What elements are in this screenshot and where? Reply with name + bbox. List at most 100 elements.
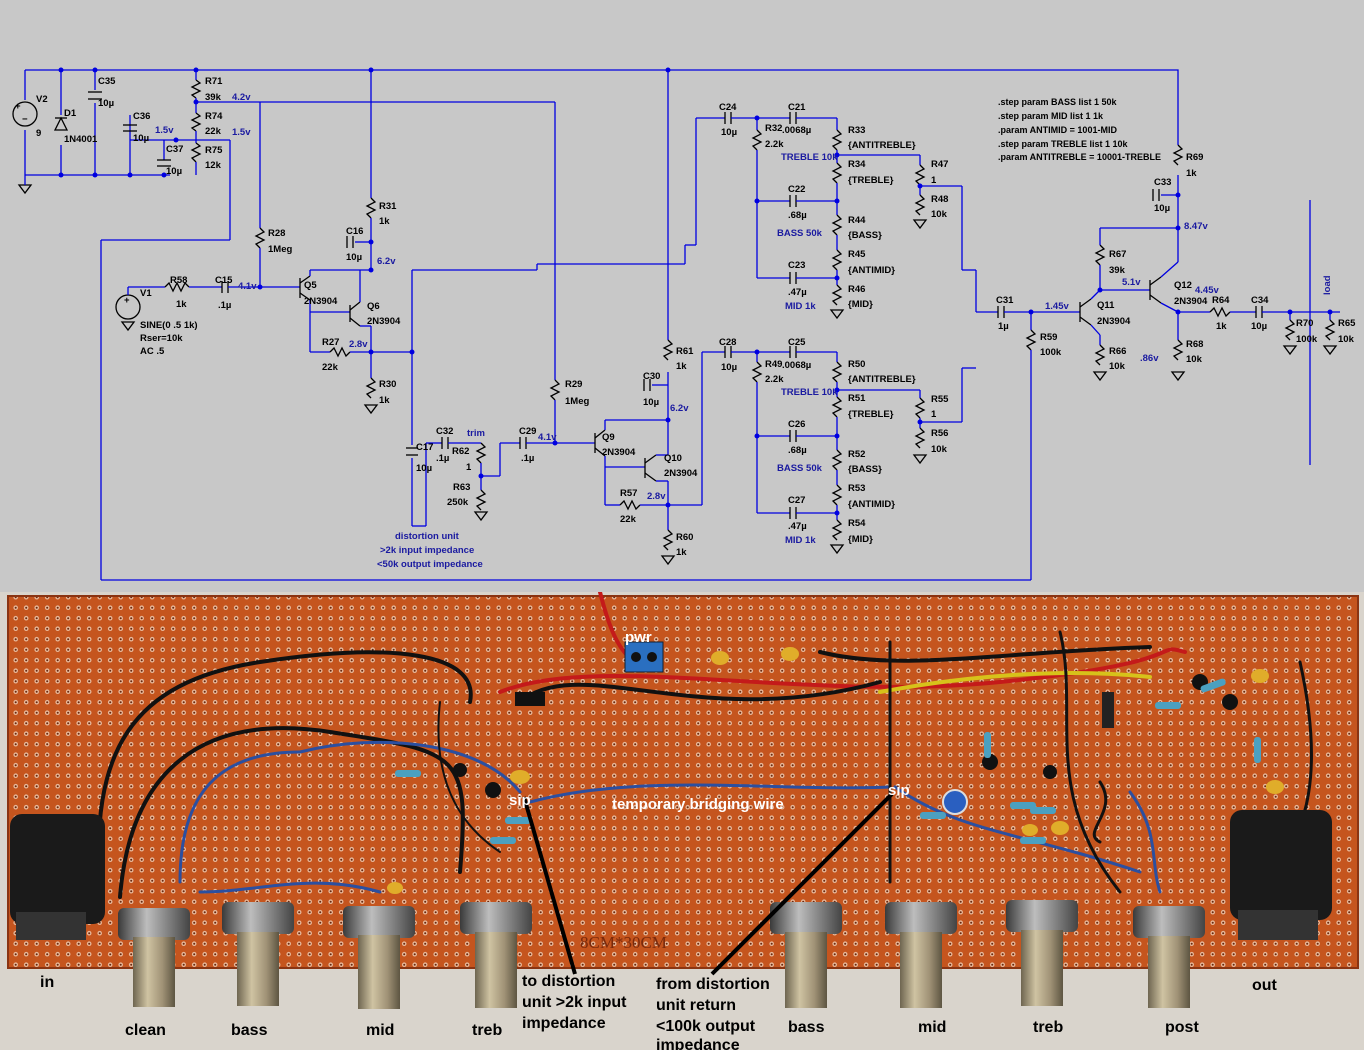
label-C27: C27 bbox=[788, 495, 805, 506]
label-R63: R63 bbox=[453, 482, 470, 493]
bass-knob[interactable] bbox=[222, 902, 294, 1006]
directive-line: .step param BASS list 1 50k bbox=[998, 97, 1118, 107]
node-1-5v-a: 1.5v bbox=[155, 125, 174, 136]
label-V1-b: Rser=10k bbox=[140, 333, 183, 344]
label-C16: C16 bbox=[346, 226, 363, 237]
knob-row bbox=[118, 900, 1205, 1009]
label-C15-value: .1µ bbox=[218, 300, 231, 311]
label-R50-value: {ANTITREBLE} bbox=[848, 374, 916, 385]
label-R64-value: 1k bbox=[1216, 321, 1227, 332]
output-jack[interactable] bbox=[1230, 810, 1332, 940]
trim-pot bbox=[942, 789, 968, 815]
bias-divider bbox=[100, 79, 1031, 581]
knob-label-treb: treb bbox=[472, 1022, 502, 1039]
clean-knob[interactable] bbox=[118, 908, 190, 1007]
label-R58: R58 bbox=[170, 275, 187, 286]
label-R74: R74 bbox=[205, 111, 223, 122]
svg-text:+: + bbox=[124, 295, 130, 306]
label-R28: R28 bbox=[268, 228, 285, 239]
label-R45: R45 bbox=[848, 249, 866, 260]
label-R56-value: 10k bbox=[931, 444, 948, 455]
spice-directives: .step param BASS list 1 50k .step param … bbox=[998, 97, 1161, 162]
label-R51-value: {TREBLE} bbox=[848, 409, 894, 420]
from-distortion-line-3: <100k output bbox=[656, 1018, 756, 1035]
distortion-send bbox=[406, 437, 595, 527]
label-R33: R33 bbox=[848, 125, 865, 136]
label-R71: R71 bbox=[205, 76, 223, 87]
label-V2-value: 9 bbox=[36, 128, 41, 139]
to-distortion-line-2: unit >2k input bbox=[522, 994, 627, 1011]
to-distortion-line-1: to distortion bbox=[522, 973, 615, 990]
pwr-label: pwr bbox=[625, 629, 652, 646]
label-R74-value: 22k bbox=[205, 126, 222, 137]
annotation-arrows bbox=[522, 792, 894, 976]
label-C17-value: 10µ bbox=[416, 463, 432, 474]
label-C29-value: .1µ bbox=[521, 453, 534, 464]
mid-2-knob[interactable] bbox=[885, 902, 957, 1008]
post-knob[interactable] bbox=[1133, 906, 1205, 1008]
label-R33-value: {ANTITREBLE} bbox=[848, 140, 916, 151]
label-R70-value: 100k bbox=[1296, 334, 1318, 345]
label-C31-value: 1µ bbox=[998, 321, 1009, 332]
label-treble-2: TREBLE 10k bbox=[781, 387, 838, 398]
input-jack[interactable] bbox=[10, 814, 105, 940]
label-R59-value: 100k bbox=[1040, 347, 1062, 358]
label-R46-value: {MID} bbox=[848, 299, 873, 310]
label-Q6-value: 2N3904 bbox=[367, 316, 401, 327]
label-C25: C25 bbox=[788, 337, 806, 348]
treb-2-knob[interactable] bbox=[1006, 900, 1078, 1006]
input-stage: + bbox=[115, 197, 685, 445]
knob-label-bass-2: bass bbox=[788, 1019, 825, 1036]
label-C30-value: 10µ bbox=[643, 397, 659, 408]
junction-dots bbox=[58, 67, 1333, 516]
label-R32: R32 bbox=[765, 123, 782, 134]
directive-line: .param ANTITREBLE = 10001-TREBLE bbox=[998, 152, 1161, 162]
label-R27-value: 22k bbox=[322, 362, 339, 373]
bass-2-knob[interactable] bbox=[770, 902, 842, 1008]
label-R44: R44 bbox=[848, 215, 866, 226]
label-V1-c: AC .5 bbox=[140, 346, 165, 357]
directive-line: .step param TREBLE list 1 10k bbox=[998, 139, 1129, 149]
node-4-45v: 4.45v bbox=[1195, 285, 1219, 296]
knob-label-mid-2: mid bbox=[918, 1019, 946, 1036]
components bbox=[387, 641, 1284, 894]
photo-labels: pwr sip sip temporary bridging wire in o… bbox=[40, 629, 1278, 1050]
label-C37-value: 10µ bbox=[166, 166, 182, 177]
label-R56: R56 bbox=[931, 428, 948, 439]
label-C35-value: 10µ bbox=[98, 98, 114, 109]
label-R52: R52 bbox=[848, 449, 865, 460]
label-R31-value: 1k bbox=[379, 216, 390, 227]
label-R53: R53 bbox=[848, 483, 865, 494]
label-C30: C30 bbox=[643, 371, 660, 382]
label-R75-value: 12k bbox=[205, 160, 222, 171]
label-C33-value: 10µ bbox=[1154, 203, 1170, 214]
label-R66: R66 bbox=[1109, 346, 1126, 357]
label-R50: R50 bbox=[848, 359, 865, 370]
label-C33: C33 bbox=[1154, 177, 1171, 188]
node-1-5v-b: 1.5v bbox=[232, 127, 251, 138]
label-R28-value: 1Meg bbox=[268, 244, 292, 255]
mid-knob[interactable] bbox=[343, 906, 415, 1009]
label-V1: V1 bbox=[140, 288, 152, 299]
label-C24: C24 bbox=[719, 102, 737, 113]
output-stage bbox=[997, 144, 1340, 580]
label-R29-value: 1Meg bbox=[565, 396, 589, 407]
node-5-1v: 5.1v bbox=[1122, 277, 1141, 288]
node-8-47v: 8.47v bbox=[1184, 221, 1208, 232]
label-R47: R47 bbox=[931, 159, 948, 170]
label-R44-value: {BASS} bbox=[848, 230, 882, 241]
label-R27: R27 bbox=[322, 337, 339, 348]
label-C26-value: .68µ bbox=[788, 445, 807, 456]
node-4-1v-b: 4.1v bbox=[538, 432, 557, 443]
label-V1-a: SINE(0 .5 1k) bbox=[140, 320, 198, 331]
node-2-8v-b: 2.8v bbox=[647, 491, 666, 502]
from-distortion-line-1: from distortion bbox=[656, 976, 770, 993]
label-C17: C17 bbox=[416, 442, 433, 453]
label-mid-1: MID 1k bbox=[785, 301, 816, 312]
label-C16-value: 10µ bbox=[346, 252, 362, 263]
label-R59: R59 bbox=[1040, 332, 1057, 343]
svg-text:+: + bbox=[15, 101, 21, 112]
treb-knob[interactable] bbox=[460, 902, 532, 1008]
node-0-86v: .86v bbox=[1140, 353, 1159, 364]
label-R49: R49 bbox=[765, 359, 782, 370]
